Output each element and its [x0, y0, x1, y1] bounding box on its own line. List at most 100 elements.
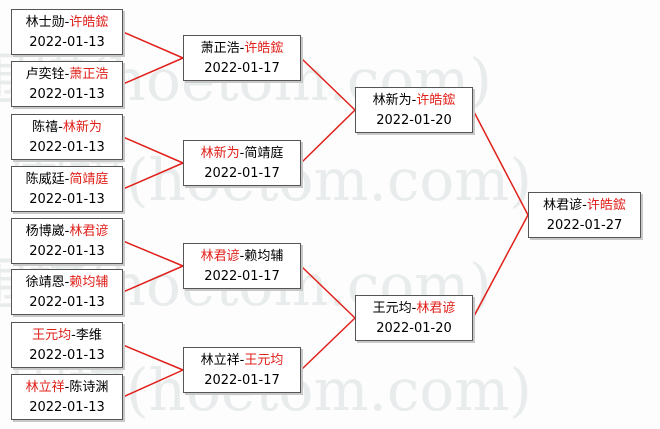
match-players: 杨博崴-林君谚	[12, 222, 122, 242]
player-two-name: 王元均	[244, 353, 284, 368]
player-separator: -	[64, 172, 70, 187]
player-separator: -	[71, 328, 76, 343]
match-box-r3m2: 王元均-林君谚 2022-01-20	[355, 295, 473, 341]
match-date: 2022-01-17	[204, 61, 280, 76]
player-two-name: 林君谚	[69, 224, 109, 239]
player-two-name: 萧正浩	[69, 67, 109, 82]
player-separator: -	[411, 93, 417, 108]
connector-r3m1-final	[472, 109, 529, 216]
match-date: 2022-01-20	[376, 321, 452, 336]
match-date: 2022-01-13	[29, 348, 105, 363]
player-separator: -	[58, 120, 63, 135]
player-two-name: 许皓鋐	[586, 198, 626, 213]
player-one-name: 陈威廷	[25, 172, 65, 187]
connector-r1m7-r2m4	[122, 344, 184, 371]
match-date: 2022-01-27	[546, 218, 623, 233]
player-separator: -	[64, 67, 70, 82]
match-players: 卢奕铨-萧正浩	[12, 65, 122, 85]
player-separator: -	[239, 249, 245, 264]
match-box-final: 林君谚-许皓鋐 2022-01-27	[528, 192, 641, 238]
match-box-r2m2: 林新为-简靖庭 2022-01-17	[183, 140, 301, 186]
player-two-name: 赖均辅	[69, 275, 109, 290]
player-separator: -	[239, 41, 245, 56]
match-box-r1m8: 林立祥-陈诗渊 2022-01-13	[11, 374, 123, 420]
player-one-name: 林新为	[200, 146, 240, 161]
player-two-name: 简靖庭	[244, 146, 284, 161]
match-box-r1m6: 徐靖恩-赖均辅 2022-01-13	[11, 269, 123, 315]
player-one-name: 徐靖恩	[25, 275, 65, 290]
match-box-r2m4: 林立祥-王元均 2022-01-17	[183, 347, 301, 393]
player-one-name: 王元均	[372, 301, 412, 316]
player-one-name: 林立祥	[200, 353, 240, 368]
player-two-name: 赖均辅	[244, 249, 284, 264]
player-one-name: 林君谚	[543, 198, 583, 213]
match-players: 王元均-李维	[12, 326, 122, 346]
connector-r1m6-r2m3	[122, 265, 184, 293]
connector-r3m2-final	[472, 214, 529, 319]
player-two-name: 陈诗渊	[69, 380, 109, 395]
match-players: 林新为-许皓鋐	[356, 91, 472, 111]
connector-r2m1-r3m1	[300, 57, 356, 111]
match-box-r1m1: 林士勋-许皓鋐 2022-01-13	[11, 9, 123, 55]
connector-r2m4-r3m2	[300, 317, 356, 371]
player-two-name: 林新为	[62, 120, 102, 135]
match-players: 萧正浩-许皓鋐	[184, 39, 300, 59]
match-date: 2022-01-17	[204, 373, 280, 388]
connector-r1m5-r2m3	[122, 240, 184, 267]
player-separator: -	[64, 380, 70, 395]
player-one-name: 陈禧	[32, 120, 59, 135]
match-box-r3m1: 林新为-许皓鋐 2022-01-20	[355, 87, 473, 133]
match-date: 2022-01-13	[29, 295, 105, 310]
connector-r1m1-r2m1	[122, 31, 184, 59]
connector-r1m4-r2m2	[122, 162, 184, 190]
connector-r2m3-r3m2	[300, 265, 356, 319]
player-two-name: 许皓鋐	[416, 93, 456, 108]
player-one-name: 萧正浩	[200, 41, 240, 56]
match-players: 林君谚-许皓鋐	[529, 196, 640, 216]
match-players: 林士勋-许皓鋐	[12, 13, 122, 33]
match-date: 2022-01-13	[29, 35, 105, 50]
player-separator: -	[64, 275, 70, 290]
player-separator: -	[411, 301, 417, 316]
match-players: 林君谚-赖均辅	[184, 247, 300, 267]
player-two-name: 许皓鋐	[244, 41, 284, 56]
match-players: 陈禧-林新为	[12, 118, 122, 138]
player-one-name: 杨博崴	[25, 224, 65, 239]
match-players: 林立祥-陈诗渊	[12, 378, 122, 398]
match-players: 陈威廷-简靖庭	[12, 170, 122, 190]
player-separator: -	[64, 224, 70, 239]
match-box-r1m5: 杨博崴-林君谚 2022-01-13	[11, 218, 123, 264]
match-date: 2022-01-13	[29, 87, 105, 102]
connector-r1m2-r2m1	[122, 57, 184, 85]
player-separator: -	[239, 353, 245, 368]
player-one-name: 王元均	[32, 328, 72, 343]
player-separator: -	[239, 146, 245, 161]
player-two-name: 林君谚	[416, 301, 456, 316]
connector-r1m8-r2m4	[122, 369, 184, 398]
match-players: 王元均-林君谚	[356, 299, 472, 319]
match-box-r2m3: 林君谚-赖均辅 2022-01-17	[183, 243, 301, 289]
match-date: 2022-01-20	[376, 113, 452, 128]
match-box-r1m7: 王元均-李维 2022-01-13	[11, 322, 123, 368]
player-two-name: 许皓鋐	[69, 15, 109, 30]
match-players: 林新为-简靖庭	[184, 144, 300, 164]
match-date: 2022-01-13	[29, 192, 105, 207]
match-date: 2022-01-17	[204, 269, 280, 284]
match-box-r2m1: 萧正浩-许皓鋐 2022-01-17	[183, 35, 301, 81]
connector-r1m3-r2m2	[122, 136, 184, 164]
player-one-name: 林新为	[372, 93, 412, 108]
match-date: 2022-01-17	[204, 166, 280, 181]
match-players: 林立祥-王元均	[184, 351, 300, 371]
player-separator: -	[582, 198, 587, 213]
match-box-r1m2: 卢奕铨-萧正浩 2022-01-13	[11, 61, 123, 107]
player-two-name: 简靖庭	[69, 172, 109, 187]
player-one-name: 林士勋	[25, 15, 65, 30]
match-players: 徐靖恩-赖均辅	[12, 273, 122, 293]
match-date: 2022-01-13	[29, 400, 105, 415]
player-two-name: 李维	[75, 328, 102, 343]
match-date: 2022-01-13	[29, 244, 105, 259]
player-one-name: 林君谚	[200, 249, 240, 264]
